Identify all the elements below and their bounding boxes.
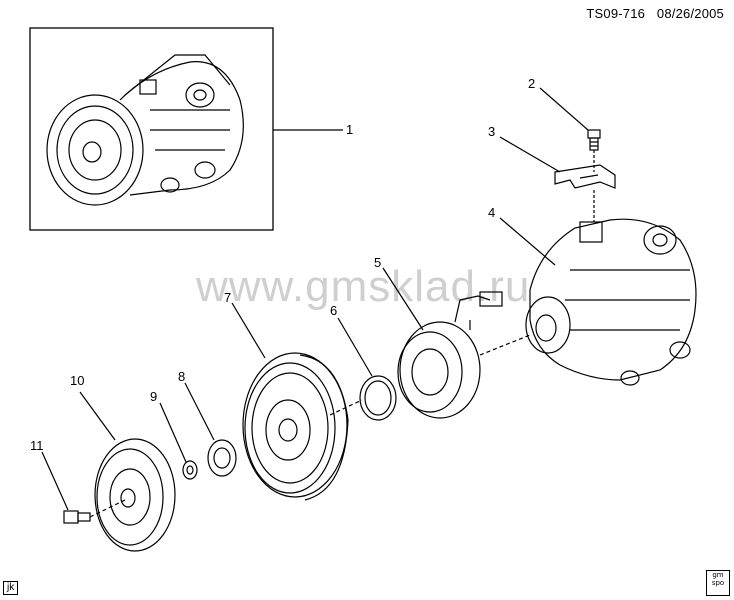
callout-7: 7 xyxy=(224,290,232,305)
callout-3: 3 xyxy=(488,124,496,139)
part-bolt-2 xyxy=(587,129,601,151)
inset-assembled-compressor xyxy=(29,27,274,231)
part-bracket-3 xyxy=(554,164,616,189)
drawing-id: TS09-716 xyxy=(586,6,646,21)
drawing-date: 08/26/2005 xyxy=(656,6,724,21)
part-pulley-7 xyxy=(242,352,349,501)
part-field-coil-5 xyxy=(397,291,503,419)
illustrator-tag: jk xyxy=(3,581,19,595)
callout-8: 8 xyxy=(178,369,186,384)
watermark: www.gmsklad.ru xyxy=(196,262,531,311)
callout-4: 4 xyxy=(488,205,496,220)
part-shim-8 xyxy=(207,439,237,477)
drawing-header: TS09-716 08/26/2005 xyxy=(578,6,724,21)
callout-5: 5 xyxy=(374,255,382,270)
part-washer-9 xyxy=(182,460,198,480)
callout-6: 6 xyxy=(330,303,338,318)
callout-11: 11 xyxy=(30,438,44,453)
callout-1: 1 xyxy=(346,122,354,137)
callout-2: 2 xyxy=(528,76,536,91)
part-compressor-4 xyxy=(525,218,697,386)
gmspo-logo: gm spo xyxy=(706,570,730,596)
part-bolt-11 xyxy=(63,510,91,524)
part-snap-ring-6 xyxy=(359,375,397,421)
part-clutch-plate-10 xyxy=(94,438,176,552)
callout-9: 9 xyxy=(150,389,158,404)
callout-10: 10 xyxy=(70,373,85,388)
